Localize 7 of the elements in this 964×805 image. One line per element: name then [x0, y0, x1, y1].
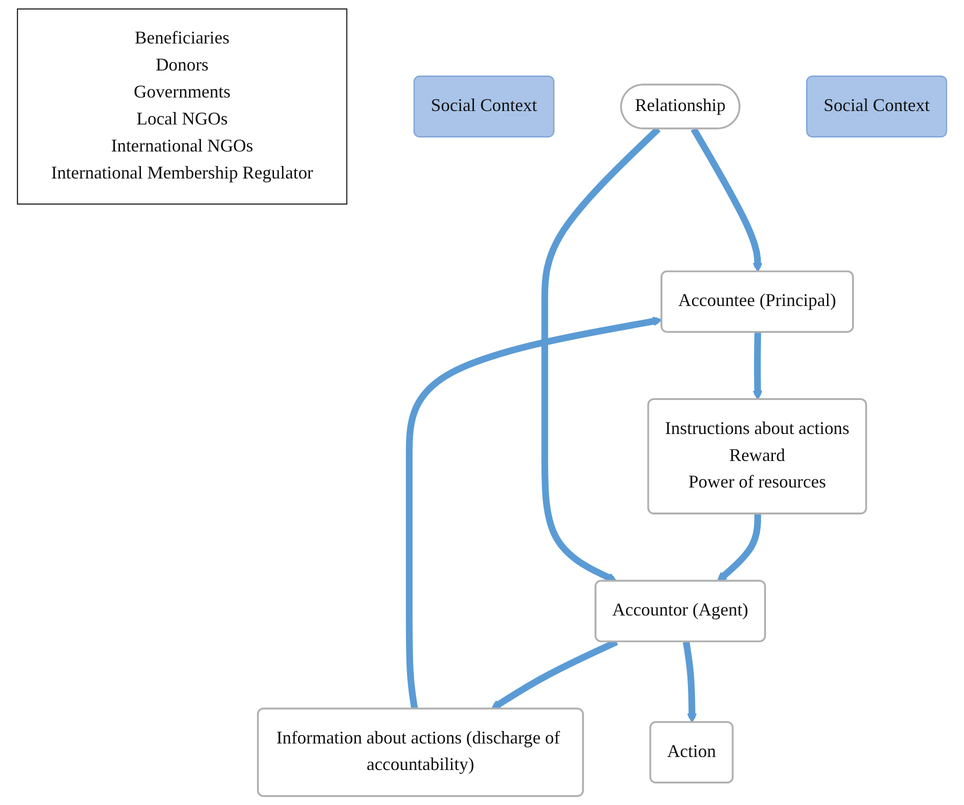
arrow [716, 514, 762, 582]
arrow [752, 332, 763, 400]
node-box: Beneficiaries Donors Governments Local NGOs International NGOs International Membership Regulator [16, 8, 348, 205]
arrow [690, 127, 763, 272]
arrow [406, 316, 662, 710]
arrow [682, 641, 697, 724]
arrow [541, 126, 661, 582]
